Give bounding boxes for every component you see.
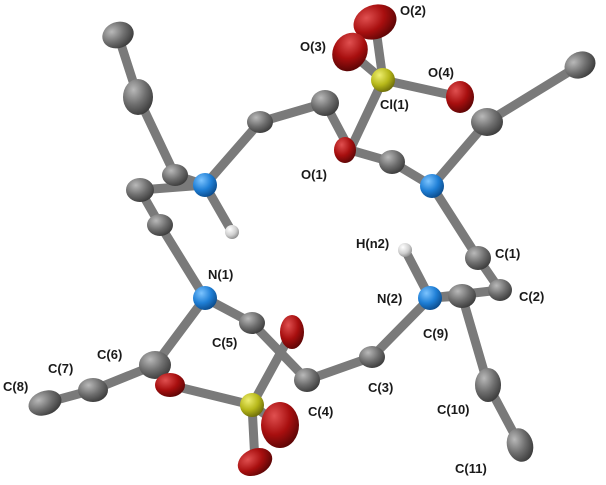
carbon-atom-c3 bbox=[359, 346, 385, 368]
oxygen-atom-o4 bbox=[446, 81, 474, 113]
label-o2: O(2) bbox=[400, 3, 426, 18]
label-n1: N(1) bbox=[208, 267, 234, 282]
carbon-atom-c5 bbox=[239, 312, 265, 334]
label-c3: C(3) bbox=[368, 380, 394, 395]
oxygen-atom bbox=[280, 315, 304, 349]
chlorine-atom bbox=[240, 393, 264, 417]
carbon-atom bbox=[311, 90, 339, 116]
carbon-atom bbox=[162, 164, 188, 186]
carbon-atom bbox=[247, 111, 273, 133]
carbon-atom bbox=[123, 79, 153, 115]
label-c11: C(11) bbox=[455, 461, 487, 476]
nitrogen-atom bbox=[193, 173, 217, 197]
oxygen-atom bbox=[261, 402, 299, 448]
label-c5: C(5) bbox=[212, 335, 238, 350]
label-n2: N(2) bbox=[377, 291, 403, 306]
nitrogen-atom bbox=[420, 174, 444, 198]
label-o4: O(4) bbox=[428, 65, 454, 80]
carbon-atom-c2 bbox=[488, 279, 512, 301]
nitrogen-atom-n2 bbox=[418, 286, 442, 310]
carbon-atom-c9 bbox=[448, 284, 476, 308]
oxygen-atom bbox=[155, 373, 185, 397]
oxygen-atom bbox=[237, 447, 273, 477]
label-c4: C(4) bbox=[308, 404, 334, 419]
carbon-atom-c8 bbox=[28, 390, 62, 416]
oxygen-atom-o2 bbox=[353, 4, 397, 40]
nitrogen-atom-n1 bbox=[193, 286, 217, 310]
label-hn2: H(n2) bbox=[356, 236, 390, 251]
label-c7: C(7) bbox=[48, 361, 74, 376]
oxygen-atom-o3 bbox=[332, 32, 368, 72]
atoms bbox=[28, 4, 596, 477]
label-c8: C(8) bbox=[3, 379, 29, 394]
chlorine-atom-cl1 bbox=[371, 68, 395, 92]
hydrogen-atom bbox=[225, 225, 239, 239]
carbon-atom bbox=[126, 178, 154, 202]
carbon-atom bbox=[471, 108, 503, 136]
label-c6: C(6) bbox=[97, 347, 123, 362]
carbon-atom bbox=[102, 21, 134, 49]
label-c2: C(2) bbox=[519, 289, 545, 304]
carbon-atom-c7 bbox=[78, 378, 108, 402]
carbon-atom-c11 bbox=[506, 428, 534, 462]
carbon-atom-c4 bbox=[294, 368, 320, 392]
oxygen-atom-o1 bbox=[334, 137, 356, 163]
label-c1: C(1) bbox=[495, 246, 521, 261]
carbon-atom-c1 bbox=[465, 246, 491, 270]
label-c10: C(10) bbox=[437, 402, 470, 417]
label-cl1: Cl(1) bbox=[380, 97, 409, 112]
carbon-atom bbox=[147, 214, 173, 236]
carbon-atom bbox=[379, 150, 405, 174]
hydrogen-atom-hn2 bbox=[398, 243, 412, 257]
label-o1: O(1) bbox=[301, 167, 327, 182]
carbon-atom-c6 bbox=[139, 351, 171, 379]
carbon-atom bbox=[564, 51, 596, 79]
label-o3: O(3) bbox=[300, 39, 326, 54]
label-c9: C(9) bbox=[423, 326, 449, 341]
carbon-atom-c10 bbox=[475, 368, 501, 402]
